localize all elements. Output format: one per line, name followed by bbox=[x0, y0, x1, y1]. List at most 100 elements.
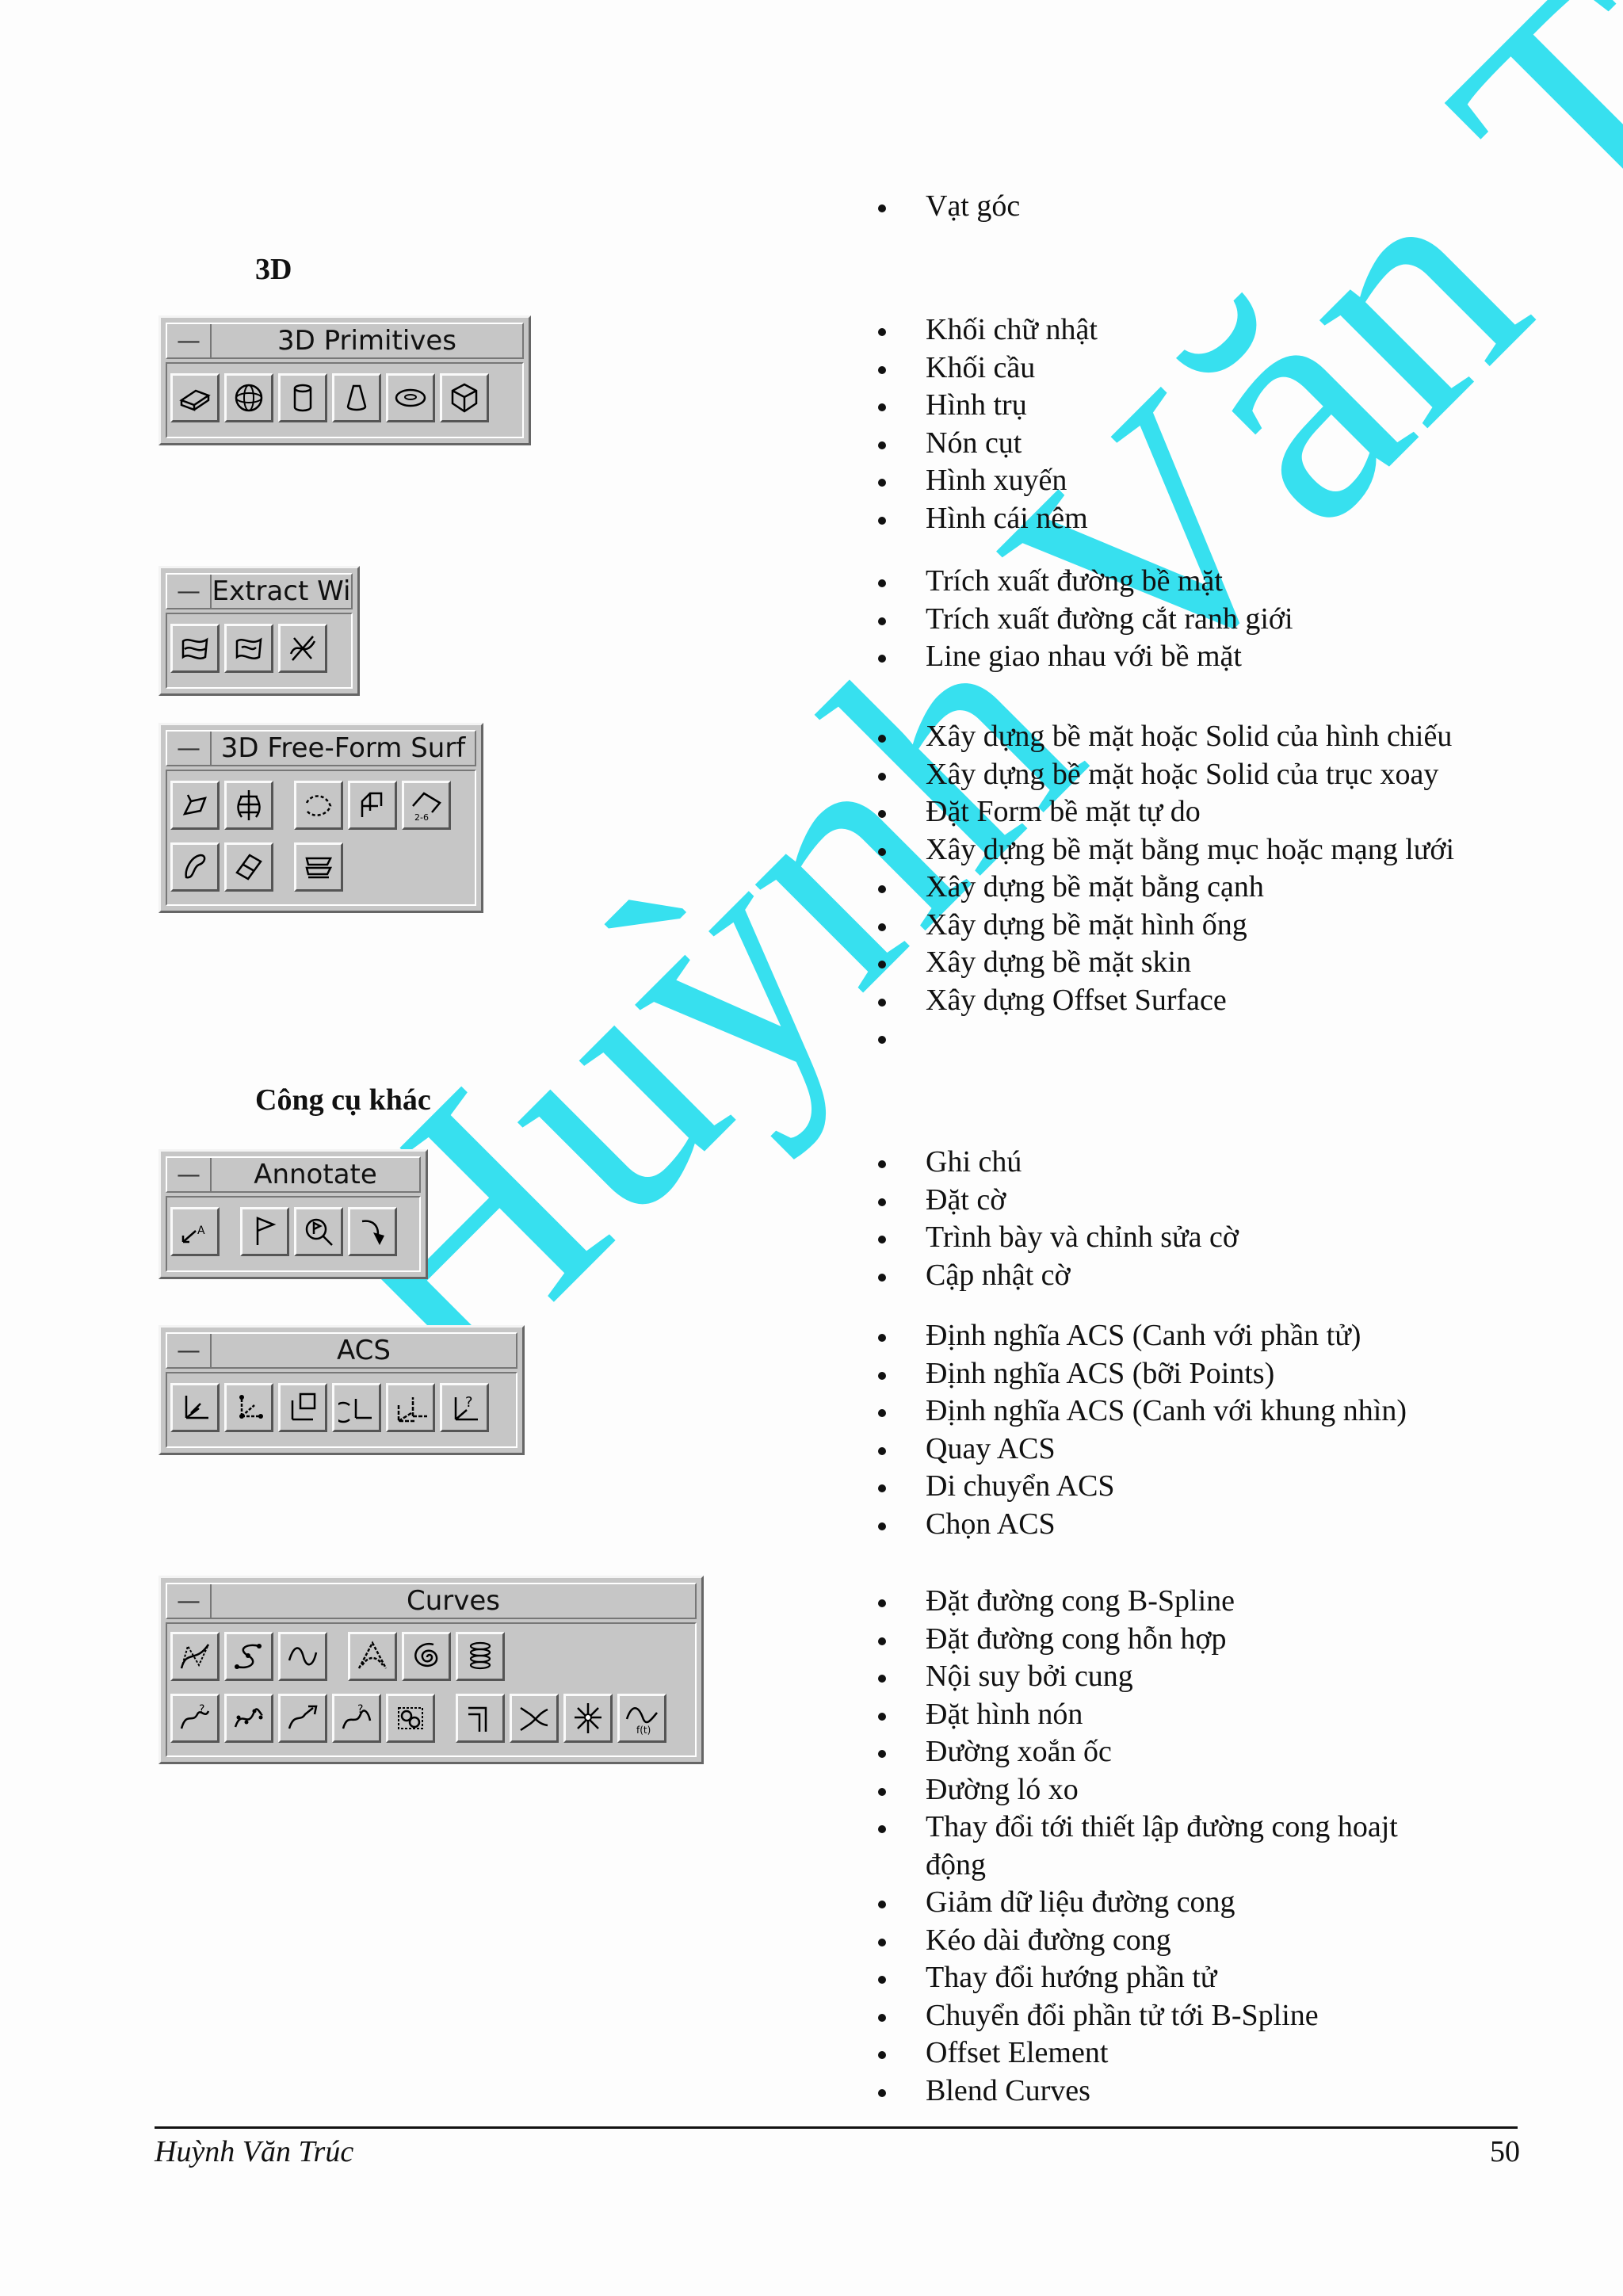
curve-network-button[interactable] bbox=[563, 1694, 613, 1743]
list-curves: Đặt đường cong B-Spline Đặt đường cong h… bbox=[872, 1583, 1553, 2110]
list-item: Đường xoắn ốc bbox=[872, 1733, 1553, 1771]
free-form-surface-button[interactable] bbox=[294, 781, 343, 830]
blend-curves-button[interactable] bbox=[510, 1694, 559, 1743]
function-curve-button[interactable]: f(t) bbox=[617, 1694, 666, 1743]
revolution-icon bbox=[237, 790, 261, 820]
list-extract: Trích xuất đường bề mặt Trích xuất đường… bbox=[872, 563, 1553, 676]
list-item: Xây dựng Offset Surface bbox=[872, 982, 1553, 1020]
intersection-icon bbox=[289, 636, 316, 661]
wedge-tool-button[interactable] bbox=[440, 373, 489, 422]
place-flag-button[interactable] bbox=[240, 1207, 289, 1256]
network-icon bbox=[575, 1703, 601, 1733]
offset-surface-button[interactable] bbox=[294, 842, 343, 892]
toolbar-titlebar[interactable]: — Annotate bbox=[166, 1156, 421, 1193]
offset-element-button[interactable] bbox=[456, 1694, 505, 1743]
system-menu-button[interactable]: — bbox=[167, 324, 212, 357]
acs-points-icon bbox=[239, 1395, 263, 1419]
bspline-icon bbox=[180, 1644, 210, 1669]
toolbar-titlebar[interactable]: — Curves bbox=[166, 1583, 697, 1619]
conic-button[interactable] bbox=[348, 1632, 397, 1681]
note-tool-button[interactable]: A bbox=[170, 1207, 220, 1256]
reduce-data-icon bbox=[234, 1708, 264, 1728]
toolbar-extract: — Extract Wi bbox=[158, 566, 360, 696]
toolbar-panel bbox=[166, 1622, 697, 1757]
edge-surface-button[interactable]: 2-6 bbox=[402, 781, 451, 830]
projection-surface-button[interactable] bbox=[170, 781, 220, 830]
flag-icon bbox=[256, 1217, 277, 1245]
toolbar-title: Curves bbox=[406, 1585, 501, 1617]
helix-button[interactable] bbox=[456, 1632, 505, 1681]
list-primitives: Khối chữ nhật Khối cầu Hình trụ Nón cụt … bbox=[872, 311, 1553, 537]
cone-tool-button[interactable] bbox=[332, 373, 381, 422]
section-network-surface-button[interactable] bbox=[348, 781, 397, 830]
direction-icon: ? bbox=[342, 1703, 372, 1729]
cylinder-tool-button[interactable] bbox=[278, 373, 327, 422]
extract-surface-curve-button[interactable] bbox=[170, 624, 220, 673]
move-acs-button[interactable] bbox=[386, 1383, 435, 1432]
toolbar-acs: — ACS ? bbox=[158, 1325, 525, 1455]
change-curve-settings-button[interactable]: ? bbox=[170, 1694, 220, 1743]
select-acs-icon: ? bbox=[454, 1394, 478, 1421]
acs-by-view-button[interactable] bbox=[278, 1383, 327, 1432]
extract-boundary-button[interactable] bbox=[224, 624, 273, 673]
toolbar-panel bbox=[166, 1196, 421, 1272]
list-item: Di chuyển ACS bbox=[872, 1468, 1553, 1506]
footer-author: Huỳnh Văn Trúc bbox=[155, 2135, 354, 2168]
convert-to-bspline-button[interactable] bbox=[386, 1694, 435, 1743]
slab-icon bbox=[179, 389, 211, 411]
tubular-surface-button[interactable] bbox=[170, 842, 220, 892]
toolbar-title: 3D Free-Form Surf bbox=[220, 732, 466, 764]
list-item: Đường ló xo bbox=[872, 1771, 1553, 1809]
reduce-curve-data-button[interactable] bbox=[224, 1694, 273, 1743]
sphere-icon bbox=[235, 384, 263, 412]
extend-curve-button[interactable] bbox=[278, 1694, 327, 1743]
list-item: Trình bày và chỉnh sửa cờ bbox=[872, 1219, 1553, 1257]
conic-icon bbox=[357, 1641, 388, 1669]
free-form-icon bbox=[305, 795, 332, 816]
rotate-acs-button[interactable] bbox=[332, 1383, 381, 1432]
torus-tool-button[interactable] bbox=[386, 373, 435, 422]
list-item: Xây dựng bề mặt hoặc Solid của trục xoay bbox=[872, 756, 1553, 794]
composite-curve-icon bbox=[235, 1644, 262, 1669]
list-item bbox=[872, 1019, 1553, 1057]
acs-by-element-button[interactable] bbox=[170, 1383, 220, 1432]
system-menu-button[interactable]: — bbox=[167, 1584, 212, 1618]
list-item: Đặt hình nón bbox=[872, 1696, 1553, 1734]
composite-curve-button[interactable] bbox=[224, 1632, 273, 1681]
footer-rule bbox=[155, 2126, 1518, 2129]
list-item: Chuyển đổi phần tử tới B-Spline bbox=[872, 1997, 1553, 2035]
spiral-button[interactable] bbox=[402, 1632, 451, 1681]
acs-by-points-button[interactable] bbox=[224, 1383, 273, 1432]
list-top: Vạt góc bbox=[872, 188, 1553, 226]
interpolate-arc-button[interactable] bbox=[278, 1632, 327, 1681]
note-icon: A bbox=[181, 1224, 205, 1244]
toolbar-titlebar[interactable]: — Extract Wi bbox=[166, 573, 353, 609]
skin-surface-button[interactable] bbox=[224, 842, 273, 892]
revolution-surface-button[interactable] bbox=[224, 781, 273, 830]
projection-icon bbox=[182, 794, 207, 816]
rotate-acs-icon bbox=[338, 1399, 372, 1423]
system-menu-button[interactable]: — bbox=[167, 575, 212, 608]
toolbar-3d-primitives: — 3D Primitives bbox=[158, 315, 531, 445]
select-acs-button[interactable]: ? bbox=[440, 1383, 489, 1432]
change-direction-button[interactable]: ? bbox=[332, 1694, 381, 1743]
intersection-line-button[interactable] bbox=[278, 624, 327, 673]
show-edit-flag-button[interactable] bbox=[294, 1207, 343, 1256]
list-item: Xây dựng bề mặt skin bbox=[872, 944, 1553, 982]
acs-view-icon bbox=[291, 1392, 316, 1421]
list-item: Đặt đường cong hỗn hợp bbox=[872, 1621, 1553, 1659]
list-item: Định nghĩa ACS (Canh với khung nhìn) bbox=[872, 1392, 1553, 1431]
bspline-curve-button[interactable] bbox=[170, 1632, 220, 1681]
page-number: 50 bbox=[1490, 2135, 1520, 2168]
toolbar-titlebar[interactable]: — 3D Free-Form Surf bbox=[166, 730, 476, 766]
slab-tool-button[interactable] bbox=[170, 373, 220, 422]
toolbar-titlebar[interactable]: — ACS bbox=[166, 1332, 517, 1369]
update-flag-button[interactable] bbox=[348, 1207, 397, 1256]
sphere-tool-button[interactable] bbox=[224, 373, 273, 422]
system-menu-button[interactable]: — bbox=[167, 732, 212, 765]
toolbar-titlebar[interactable]: — 3D Primitives bbox=[166, 323, 524, 359]
list-item: Line giao nhau với bề mặt bbox=[872, 638, 1553, 676]
system-menu-button[interactable]: — bbox=[167, 1158, 212, 1191]
list-item: Hình xuyến bbox=[872, 462, 1553, 500]
system-menu-button[interactable]: — bbox=[167, 1334, 212, 1367]
